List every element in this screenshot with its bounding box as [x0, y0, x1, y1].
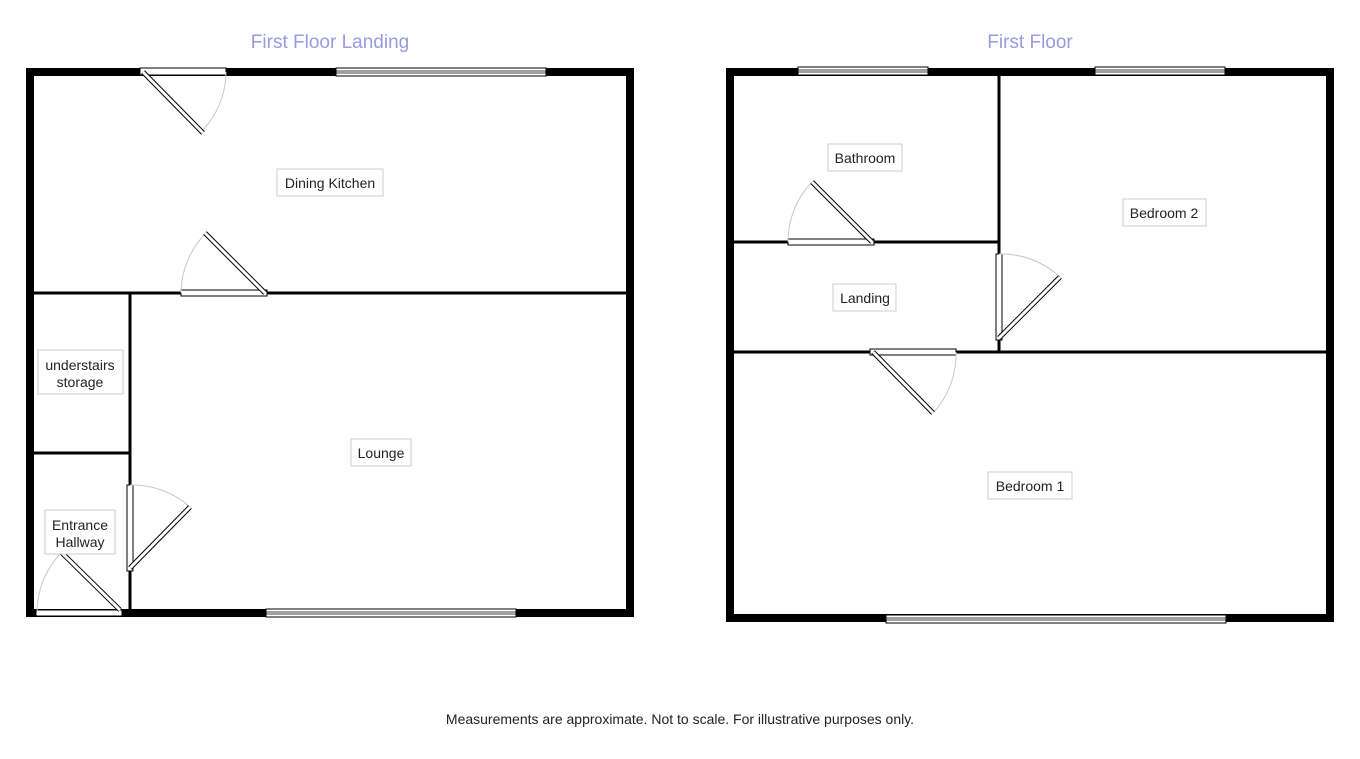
svg-text:Bedroom 1: Bedroom 1	[996, 478, 1065, 494]
room-label-lounge: Lounge	[350, 438, 412, 467]
ground-floor-plan: Dining Kitchen understairs storage Loung…	[26, 67, 634, 618]
svg-text:Lounge: Lounge	[358, 445, 405, 461]
outer-walls	[26, 68, 634, 617]
window-lounge	[265, 608, 517, 618]
svg-text:Dining Kitchen: Dining Kitchen	[285, 175, 375, 191]
room-label-landing: Landing	[832, 283, 897, 312]
first-floor-plan: Bathroom Bedroom 2 Landing Bedroom 1	[726, 66, 1334, 624]
svg-text:understairs: understairs	[45, 357, 114, 373]
svg-text:Entrance: Entrance	[52, 517, 108, 533]
room-label-bedroom-2: Bedroom 2	[1122, 198, 1207, 227]
door-entrance	[35, 550, 123, 617]
door-kitchen-exterior	[139, 67, 227, 135]
window-bedroom-2	[1094, 66, 1226, 76]
svg-text:Landing: Landing	[840, 290, 890, 306]
door-bedroom-2	[995, 253, 1062, 341]
window-bathroom	[797, 66, 929, 76]
door-hallway-lounge	[126, 484, 192, 572]
floor-title-first: First Floor	[987, 32, 1073, 53]
svg-text:Hallway: Hallway	[55, 534, 104, 550]
svg-text:Bathroom: Bathroom	[835, 150, 896, 166]
svg-text:Bedroom 2: Bedroom 2	[1130, 205, 1199, 221]
room-label-understairs-storage: understairs storage	[37, 349, 124, 395]
svg-text:storage: storage	[57, 374, 104, 390]
window-bedroom-1	[885, 614, 1227, 624]
room-label-entrance-hallway: Entrance Hallway	[44, 509, 116, 555]
window-kitchen	[335, 67, 547, 77]
outer-walls	[726, 68, 1334, 622]
door-bedroom-1	[869, 348, 957, 415]
disclaimer-text: Measurements are approximate. Not to sca…	[445, 711, 915, 727]
room-label-dining-kitchen: Dining Kitchen	[276, 168, 384, 197]
door-bathroom	[787, 180, 875, 246]
floor-title-ground: First Floor Landing	[251, 32, 409, 53]
room-label-bathroom: Bathroom	[827, 143, 903, 172]
room-label-bedroom-1: Bedroom 1	[987, 471, 1073, 500]
door-kitchen-lounge	[180, 231, 268, 297]
